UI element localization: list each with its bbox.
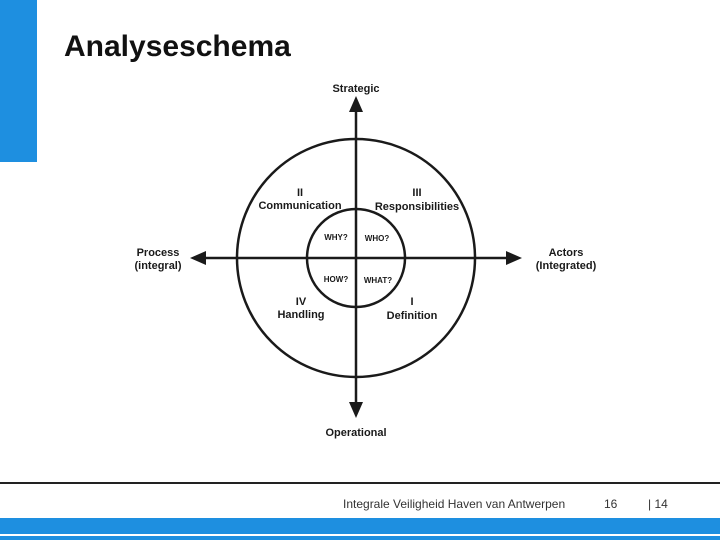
quadrant-i-label: Definition xyxy=(387,310,438,322)
axis-label-right-line2: (Integrated) xyxy=(536,260,597,272)
quadrant-i-numeral: I xyxy=(410,296,413,308)
quadrant-ii-numeral: II xyxy=(297,187,303,199)
axis-label-left-line1: Process xyxy=(137,247,180,259)
arrow-down-icon xyxy=(349,402,363,418)
axis-label-left-line2: (integral) xyxy=(134,260,181,272)
question-how: HOW? xyxy=(324,275,349,284)
quadrant-iii-label: Responsibilities xyxy=(375,201,459,213)
footer-divider xyxy=(0,482,720,484)
bottom-accent-bar xyxy=(0,518,720,540)
question-what: WHAT? xyxy=(364,276,392,285)
accent-bar xyxy=(0,0,37,162)
footer-number: 16 xyxy=(604,497,618,511)
arrow-up-icon xyxy=(349,96,363,112)
axis-label-right-line1: Actors xyxy=(549,247,584,259)
bottom-bar-stripe xyxy=(0,534,720,536)
arrow-left-icon xyxy=(190,251,206,265)
footer-organization: Integrale Veiligheid Haven van Antwerpen xyxy=(343,497,566,511)
quadrant-iv-numeral: IV xyxy=(296,296,307,308)
question-why: WHY? xyxy=(324,233,348,242)
quadrant-ii-label: Communication xyxy=(258,200,341,212)
quadrant-iv-label: Handling xyxy=(277,309,324,321)
axis-label-bottom: Operational xyxy=(325,427,386,439)
footer-page-number: | 14 xyxy=(648,497,668,511)
quadrant-iii-numeral: III xyxy=(412,187,421,199)
slide-title: Analyseschema xyxy=(64,30,291,63)
question-who: WHO? xyxy=(365,234,390,243)
axis-label-top: Strategic xyxy=(332,83,379,95)
arrow-right-icon xyxy=(506,251,522,265)
